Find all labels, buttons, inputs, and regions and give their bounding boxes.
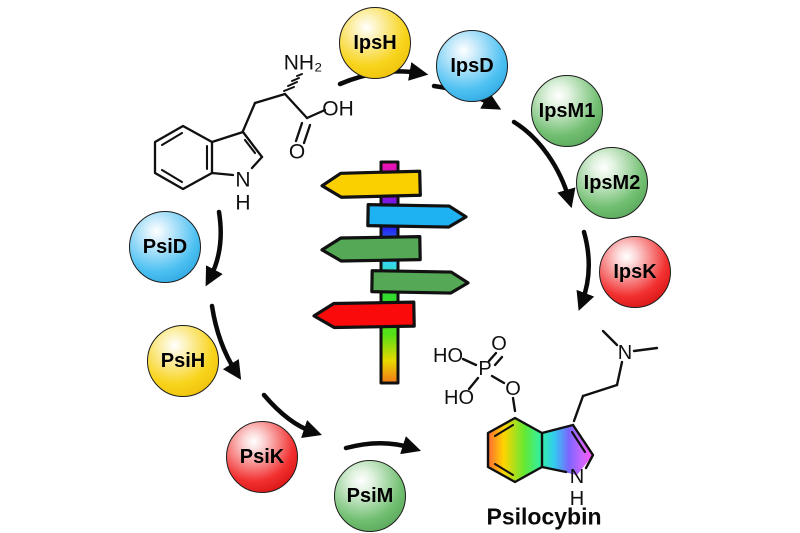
trp-hydroxyl-label: OH — [322, 97, 354, 121]
enzyme-psid: PsiD — [129, 211, 201, 283]
enzyme-ipsm1-label: IpsM1 — [538, 99, 596, 122]
enzyme-psih: PsiH — [147, 325, 219, 397]
arrow-ipsk-down — [576, 229, 595, 311]
signpost — [312, 160, 470, 385]
enzyme-ipsm1: IpsM1 — [531, 75, 603, 147]
arrow-ipsm1-down — [511, 119, 576, 209]
sign-arrow-blue-right — [366, 203, 468, 229]
psi-ester-o-label: O — [505, 378, 521, 400]
trp-carbonyl-o-label: O — [288, 140, 306, 164]
sign-arrow-yellow-left — [320, 169, 422, 199]
arrow-psik-right — [261, 392, 322, 438]
enzyme-ipsd: IpsD — [436, 30, 508, 102]
psilocybin-amine-chain — [572, 329, 659, 423]
arrow-psim-right — [343, 436, 422, 455]
arrow-trp-to-psih — [205, 209, 223, 287]
tryptophan-double-bonds — [160, 131, 257, 184]
tryptophan-pyrrole-ring — [210, 130, 264, 177]
psilocybin-phosphate-group — [461, 351, 517, 413]
psi-ho-top-label: HO — [433, 345, 463, 367]
tryptophan-structure — [153, 73, 327, 191]
tryptophan-stereo-wedge — [283, 73, 303, 92]
psi-double-o-label: O — [491, 333, 507, 355]
tryptophan-side-chain — [241, 92, 327, 145]
arrow-psih-down — [209, 303, 242, 380]
psi-amine-n-label: N — [617, 342, 633, 364]
enzyme-ipsk-label: IpsK — [613, 260, 657, 283]
psi-indole-n-label: N — [569, 466, 585, 488]
trp-amine-label: NH₂ — [283, 51, 323, 75]
psilocybin-double-bonds — [493, 423, 587, 477]
enzyme-psik-label: PsiK — [239, 445, 285, 468]
psilocybin-title: Psilocybin — [486, 503, 602, 530]
enzyme-ipsm2: IpsM2 — [576, 147, 648, 219]
enzyme-ipsh-label: IpsH — [353, 31, 397, 54]
psi-phosphorus-label: P — [478, 358, 492, 380]
psilocybin-ring-outline — [486, 416, 595, 484]
enzyme-psim-label: PsiM — [346, 484, 394, 507]
enzyme-ipsd-label: IpsD — [450, 54, 494, 77]
psilocybin-rainbow-ring-fill — [488, 418, 593, 482]
psi-ho-bottom-label: HO — [444, 387, 474, 409]
sign-arrow-red-left — [312, 300, 416, 330]
sign-arrow-green-left — [320, 235, 422, 263]
enzyme-psid-label: PsiD — [142, 235, 188, 258]
enzyme-ipsm2-label: IpsM2 — [583, 171, 641, 194]
enzyme-ipsh: IpsH — [339, 7, 411, 79]
tryptophan-benzene-ring — [153, 124, 214, 191]
sign-arrow-green-right — [370, 269, 470, 295]
psilocybin-structure — [461, 329, 659, 484]
enzyme-ipsk: IpsK — [599, 236, 671, 308]
psi-indole-h-label: H — [569, 488, 585, 510]
enzyme-psih-label: PsiH — [160, 349, 206, 372]
trp-indole-h-label: H — [235, 191, 251, 215]
trp-indole-n-label: N — [235, 168, 251, 192]
enzyme-psik: PsiK — [226, 421, 298, 493]
enzyme-psim: PsiM — [334, 460, 406, 532]
pathway-arrows — [205, 62, 595, 455]
